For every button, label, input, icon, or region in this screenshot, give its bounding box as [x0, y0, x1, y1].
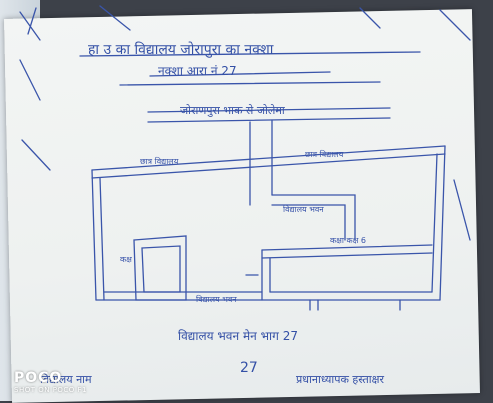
svg-text:कक्ष: कक्ष	[120, 255, 132, 264]
road-line-top	[147, 107, 391, 113]
right-wing-top	[261, 244, 433, 251]
left-room	[133, 235, 187, 301]
building-left-wall	[91, 169, 97, 301]
map-subheading: नक्शा आरा नं 27	[158, 64, 237, 78]
map-heading: हा उ का विद्यालय जोरापुरा का नक्शा	[88, 42, 274, 58]
svg-text:विद्यालय भवन: विद्यालय भवन	[196, 294, 237, 304]
footer-note-left: विद्यालय नाम	[40, 373, 92, 386]
road-label: जोराणपुरा भाक से जोलेमा	[180, 104, 285, 117]
footer-signature-note: प्रधानाध्यापक हस्ताक्षर	[296, 373, 385, 386]
svg-text:विद्यालय भवन: विद्यालय भवन	[283, 204, 324, 214]
building-right-wall	[439, 145, 446, 301]
road-line-bottom	[147, 117, 391, 123]
footer-number: 27	[240, 360, 258, 376]
map-caption: विद्यालय भवन मेन भाग 27	[178, 329, 298, 343]
title-underline	[79, 51, 421, 57]
svg-text:छात्र विद्यालय: छात्र विद्यालय	[140, 156, 179, 166]
watermark-brand: POCO	[14, 370, 63, 386]
svg-text:कक्षा कक्ष 6: कक्षा कक्ष 6	[330, 236, 366, 245]
watermark-subtitle: SHOT ON POCO F1	[14, 386, 88, 394]
building-top-wall	[91, 145, 446, 171]
svg-text:छात्र विद्यालय: छात्र विद्यालय	[305, 149, 344, 159]
inner-wall	[271, 194, 356, 241]
camera-watermark: POCO SHOT ON POCO F1	[14, 370, 87, 394]
subtitle-underline	[149, 71, 331, 77]
